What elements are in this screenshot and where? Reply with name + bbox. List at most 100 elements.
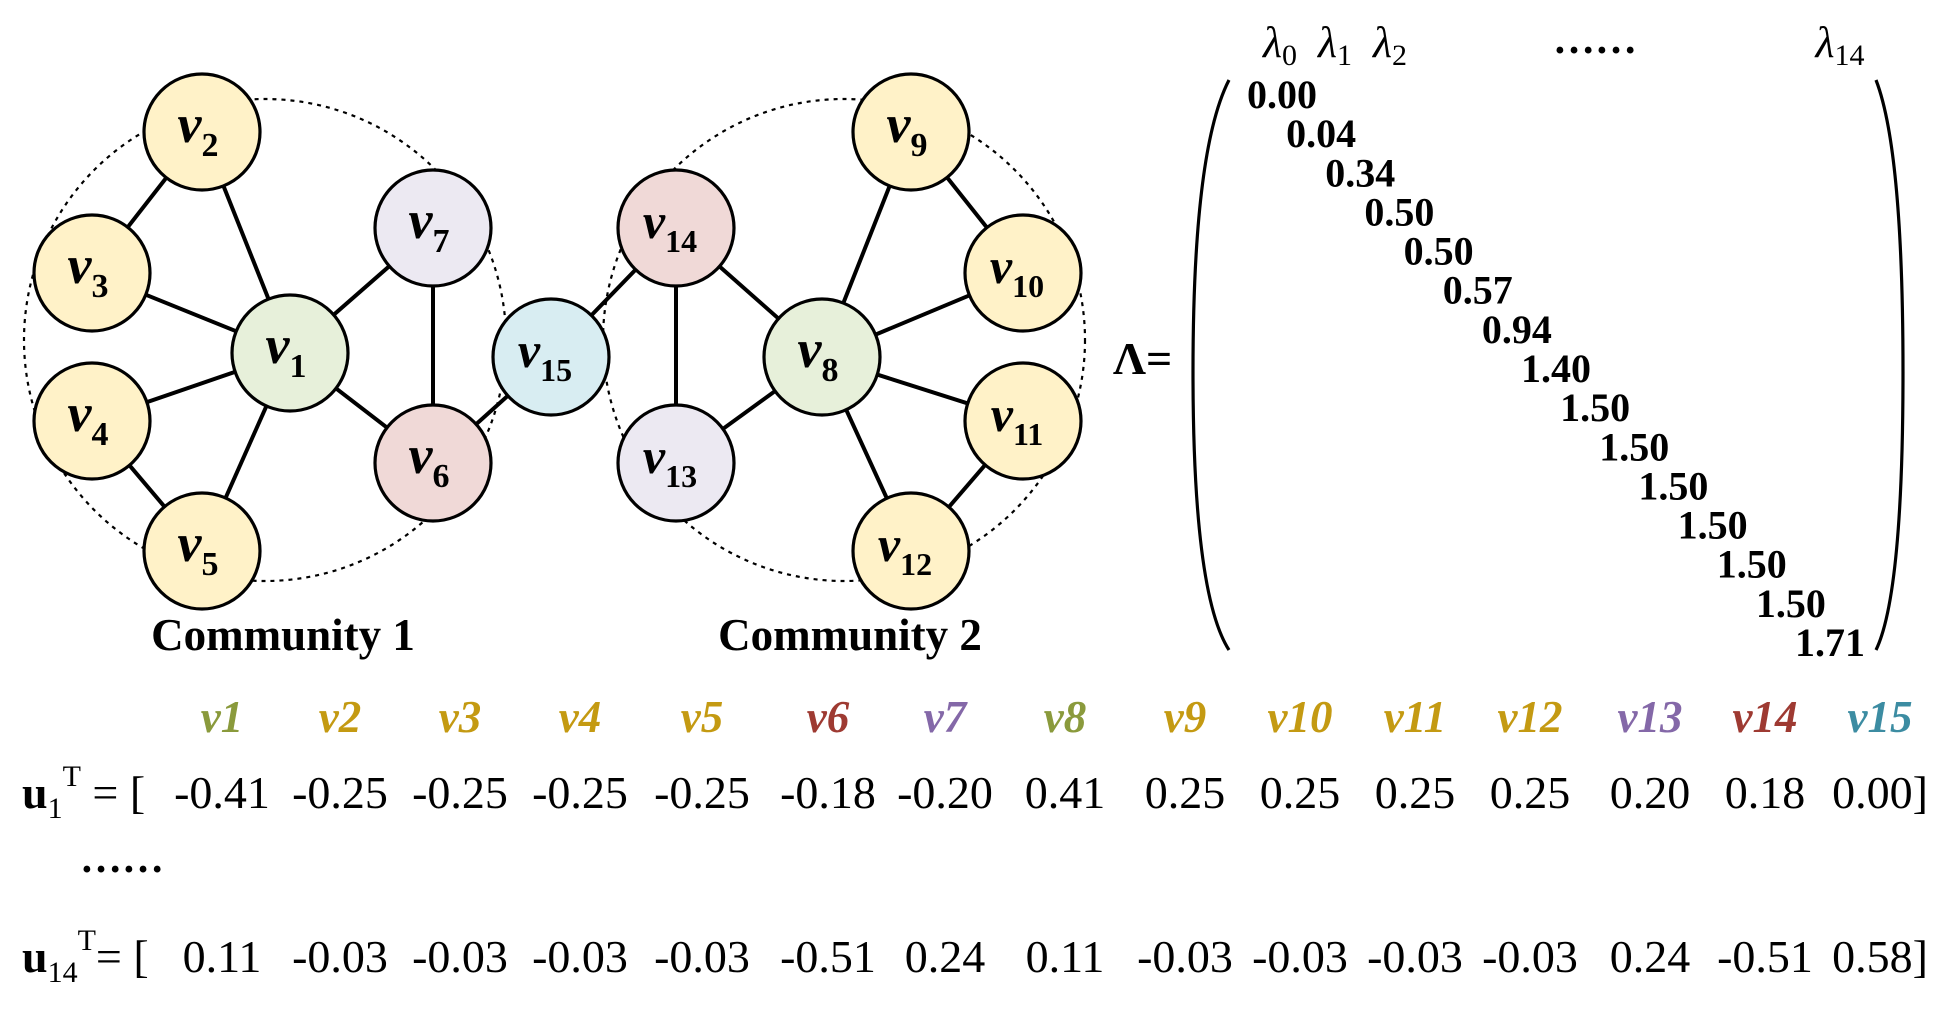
eigenvector-u1-value-3: -0.25 [412,767,508,818]
eigenvector-label-u1: u1T = [ [22,760,145,825]
eigenvector-u1-value-15: 0.00] [1832,767,1928,818]
node-v1: v1 [230,293,350,413]
node-v3-circle [32,213,152,333]
eigenvalue-8: 1.50 [1560,385,1630,430]
eigenvalue-9: 1.50 [1599,424,1669,469]
node-v9: v9 [851,72,971,192]
node-v12-circle [851,491,971,611]
node-v15: v15 [491,297,611,417]
vector-header-v8: v8 [1044,692,1086,742]
node-v10-label: v10 [990,238,1044,304]
eigenvector-label-u14: u14T= [ [22,924,149,989]
eigenvector-u14-value-13: 0.24 [1610,931,1691,982]
eigenvector-row-u1: u1T = [-0.41-0.25-0.25-0.25-0.25-0.18-0.… [22,760,1928,825]
eigenvector-u14-value-7: 0.24 [905,931,986,982]
eigenvector-u14-value-14: -0.51 [1717,931,1813,982]
node-v3-label: v3 [68,235,109,305]
eigenvalue-6: 0.94 [1482,307,1552,352]
eigenvector-u14-value-4: -0.03 [532,931,628,982]
eigenvector-u14-value-2: -0.03 [292,931,388,982]
node-v8-circle [762,297,882,417]
node-v9-circle [851,72,971,192]
eigenvector-u1-value-8: 0.41 [1025,767,1106,818]
node-v12-label: v12 [878,516,932,582]
eigenvalue-header-lambda-0: λ0 [1261,18,1297,72]
node-v11: v11 [963,361,1083,481]
eigenvector-u14-value-15: 0.58] [1832,931,1928,982]
eigenvector-u1-value-11: 0.25 [1375,767,1456,818]
node-v14: v14 [616,168,736,288]
node-v14-label: v14 [643,193,697,259]
vector-header-v4: v4 [559,692,601,742]
matrix-label: Λ= [1113,333,1172,384]
node-v5: v5 [142,491,262,611]
eigenvector-u1-value-7: -0.20 [897,767,993,818]
matrix-right-bracket [1874,79,1905,651]
node-v3: v3 [32,213,152,333]
vector-header-v9: v9 [1164,692,1206,742]
eigenvalue-4: 0.50 [1404,229,1474,274]
eigenvector-u14-value-8: 0.11 [1026,931,1105,982]
eigenvalue-13: 1.50 [1756,581,1826,626]
eigenvector-u14-value-12: -0.03 [1482,931,1578,982]
eigenvalue-10: 1.50 [1638,463,1708,508]
node-v14-circle [616,168,736,288]
eigenvector-u1-value-14: 0.18 [1725,767,1806,818]
community-2-label: Community 2 [718,610,982,660]
node-v13: v13 [616,403,736,523]
eigenvector-u14-value-10: -0.03 [1252,931,1348,982]
node-v13-circle [616,403,736,523]
eigenvector-u1-value-5: -0.25 [654,767,750,818]
vector-header-v1: v1 [201,692,243,742]
eigenvector-u14-value-11: -0.03 [1367,931,1463,982]
eigenvalue-3: 0.50 [1364,189,1434,234]
node-v7-label: v7 [409,190,450,260]
node-v7-circle [373,168,493,288]
community-1-label: Community 1 [151,610,415,660]
eigenvector-u14-value-3: -0.03 [412,931,508,982]
node-v2-label: v2 [178,94,219,164]
eigenvalue-11: 1.50 [1678,503,1748,548]
node-v8-label: v8 [798,319,839,389]
eigenvector-u14-value-9: -0.03 [1137,931,1233,982]
node-v4-label: v4 [68,383,109,453]
eigenvalue-0: 0.00 [1247,72,1317,117]
vector-header-v2: v2 [319,692,361,742]
eigenvalue-header-lambda-1: λ1 [1316,18,1352,72]
node-v13-label: v13 [643,428,697,494]
node-v8: v8 [762,297,882,417]
eigenvector-u14-value-6: -0.51 [780,931,876,982]
node-v2-circle [142,72,262,192]
vector-header-v5: v5 [681,692,723,742]
eigenvector-u1-value-4: -0.25 [532,767,628,818]
node-v6-label: v6 [409,425,450,495]
node-v6-circle [373,403,493,523]
node-v5-label: v5 [178,513,219,583]
node-v4: v4 [32,361,152,481]
eigenvalue-2: 0.34 [1325,150,1395,195]
node-v6: v6 [373,403,493,523]
node-v7: v7 [373,168,493,288]
eigenvector-u1-value-9: 0.25 [1145,767,1226,818]
eigenvalue-header-ellipsis: …… [1553,17,1637,63]
node-v10: v10 [963,213,1083,333]
eigenvector-u1-value-13: 0.20 [1610,767,1691,818]
eigenvalue-7: 1.40 [1521,346,1591,391]
vector-header-v13: v13 [1618,692,1683,742]
node-v4-circle [32,361,152,481]
eigenvector-u1-value-1: -0.41 [174,767,270,818]
eigenvector-row-u14: u14T= [ 0.11 -0.03 -0.03 -0.03 -0.03 -0.51 0.24… [22,924,1928,989]
node-v15-label: v15 [518,322,572,388]
node-v15-circle [491,297,611,417]
eigenvalue-1: 0.04 [1286,111,1356,156]
eigenvalue-header-lambda-14: λ14 [1813,18,1864,72]
vector-header-v15: v15 [1848,692,1913,742]
matrix-left-bracket [1191,79,1231,651]
eigenvector-u1-value-2: -0.25 [292,767,388,818]
node-v1-label: v1 [266,315,307,385]
vector-header-v3: v3 [439,692,481,742]
eigenvector-u1-value-10: 0.25 [1260,767,1341,818]
eigenvalue-header-lambda-2: λ2 [1371,18,1407,72]
